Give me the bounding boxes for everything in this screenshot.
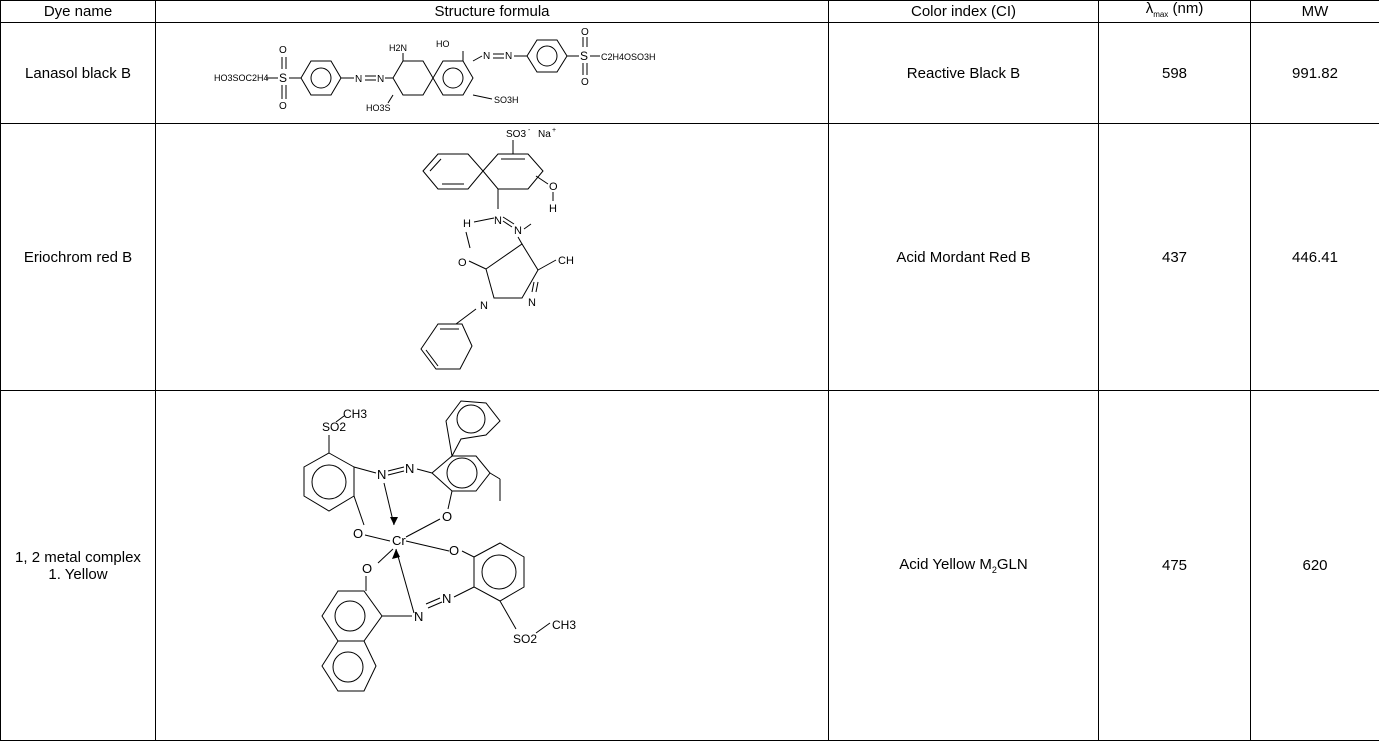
formula-label: HO3S (366, 103, 391, 113)
header-row: Dye name Structure formula Color index (… (1, 1, 1379, 23)
header-lambda: λmax (nm) (1099, 1, 1251, 23)
formula-label: Na (538, 129, 551, 140)
formula-label: S (279, 71, 287, 85)
ci-main: Acid Yellow M (899, 556, 992, 573)
formula-label: HO3SOC2H4 (214, 73, 269, 83)
dye-name-line2: 1. Yellow (1, 566, 155, 583)
lambda-subscript: max (1153, 10, 1168, 19)
lambda-max: 598 (1099, 23, 1251, 124)
formula-label: O (581, 77, 589, 88)
formula-label: HO (436, 39, 450, 49)
formula-label: CH (558, 255, 574, 267)
lambda-max: 475 (1099, 391, 1251, 741)
formula-label: N (494, 215, 502, 227)
formula-label: Cr (392, 533, 406, 548)
structure-metal-complex: SO2 CH3 N N O (156, 391, 829, 736)
dye-name: Lanasol black B (1, 23, 156, 124)
dye-name-line1: 1, 2 metal complex (1, 549, 155, 566)
formula-label: H (549, 203, 557, 215)
structure-cell: HO3SOC2H4 S O O N N H2N HO (156, 23, 829, 124)
formula-label: H (463, 218, 471, 230)
formula-label: O (353, 526, 363, 541)
formula-label: N (414, 609, 423, 624)
formula-label: SO2 (513, 632, 537, 646)
structure-lanasol-black-b: HO3SOC2H4 S O O N N H2N HO (156, 23, 829, 119)
molecular-weight: 446.41 (1251, 124, 1379, 391)
formula-label: N (355, 74, 362, 85)
header-structure: Structure formula (156, 1, 829, 23)
formula-label: N (514, 225, 522, 237)
header-color-index: Color index (CI) (829, 1, 1099, 23)
dye-name: Eriochrom red B (1, 124, 156, 391)
table-row: Lanasol black B HO3SOC2H4 S O O N N (1, 23, 1379, 124)
formula-label: O (458, 257, 467, 269)
header-mw: MW (1251, 1, 1379, 23)
formula-label: N (505, 51, 512, 62)
formula-label: N (377, 74, 384, 85)
formula-label: S (580, 49, 588, 63)
formula-label: - (528, 127, 531, 134)
molecular-weight: 991.82 (1251, 23, 1379, 124)
table-row: 1, 2 metal complex 1. Yellow SO2 CH3 N N (1, 391, 1379, 741)
formula-label: O (549, 181, 558, 193)
formula-label: N (480, 300, 488, 312)
formula-label: CH3 (343, 407, 367, 421)
structure-cell: SO2 CH3 N N O (156, 391, 829, 741)
molecular-weight: 620 (1251, 391, 1379, 741)
formula-label: CH3 (552, 618, 576, 632)
formula-label: O (279, 45, 287, 56)
formula-label: N (442, 591, 451, 606)
formula-label: SO2 (322, 420, 346, 434)
table-row: Eriochrom red B SO3 - Na + O H H N (1, 124, 1379, 391)
formula-label: N (377, 467, 386, 482)
formula-label: + (552, 127, 556, 134)
dye-name: 1, 2 metal complex 1. Yellow (1, 391, 156, 741)
formula-label: O (362, 561, 372, 576)
formula-label: SO3 (506, 129, 526, 140)
formula-label: N (405, 461, 414, 476)
ci-tail: GLN (997, 556, 1028, 573)
color-index: Reactive Black B (829, 23, 1099, 124)
formula-label: N (528, 297, 536, 309)
formula-label: O (449, 543, 459, 558)
lambda-unit: (nm) (1168, 0, 1203, 17)
formula-label: O (581, 27, 589, 38)
formula-label: O (442, 509, 452, 524)
formula-label: SO3H (494, 95, 519, 105)
formula-label: N (483, 51, 490, 62)
formula-label: C2H4OSO3H (601, 52, 656, 62)
structure-eriochrom-red-b: SO3 - Na + O H H N N (156, 124, 829, 386)
lambda-max: 437 (1099, 124, 1251, 391)
formula-label: O (279, 101, 287, 112)
header-dye-name: Dye name (1, 1, 156, 23)
color-index: Acid Mordant Red B (829, 124, 1099, 391)
color-index: Acid Yellow M2GLN (829, 391, 1099, 741)
structure-cell: SO3 - Na + O H H N N (156, 124, 829, 391)
formula-label: H2N (389, 43, 407, 53)
